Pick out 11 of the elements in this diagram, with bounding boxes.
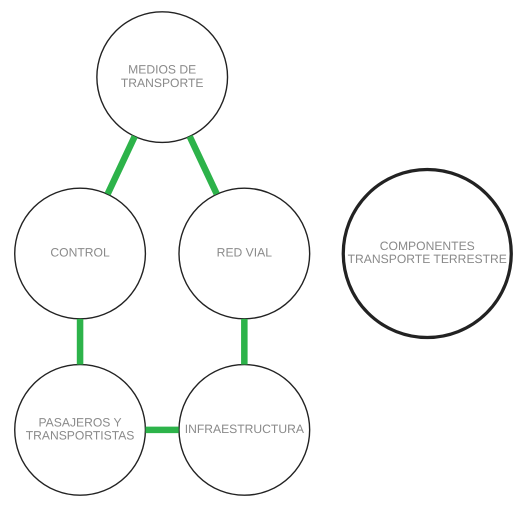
connector [186,135,220,196]
node-circle: RED VIAL [178,187,310,320]
connector [76,318,84,364]
node-circle: COMPONENTES TRANSPORTE TERRESTRE [342,168,513,340]
node-circle: CONTROL [14,187,146,320]
connector [104,135,138,196]
node-circle: INFRAESTRUCTURA [178,364,310,496]
connector [146,426,179,434]
node-circle: PASAJEROS Y TRANSPORTISTAS [14,364,146,496]
node-circle: MEDIOS DE TRANSPORTE [96,11,228,144]
connector [241,318,248,364]
